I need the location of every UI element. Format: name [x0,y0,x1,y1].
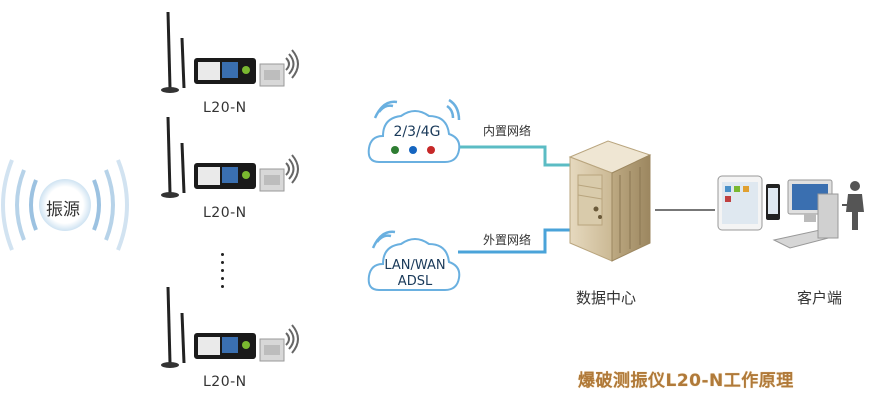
external-network-label: 外置网络 [483,233,532,247]
mobile-network-title: 2/3/4G [393,124,441,140]
vibration-source-label: 振源 [46,200,80,220]
device-1-label: L20-N [203,100,247,116]
datacenter-label: 数据中心 [576,289,637,307]
wired-network-line2: ADSL [397,274,433,289]
client-devices-icon [717,175,864,249]
more-devices-ellipsis [221,253,224,297]
device-1-icon [161,11,299,93]
device-3-icon [161,286,299,368]
diagram-caption: 爆破测振仪L20-N工作原理 [578,371,794,391]
mobile-network-cloud-icon [367,98,461,163]
device-2-icon [161,116,299,198]
client-label: 客户端 [797,289,843,307]
device-2-label: L20-N [203,205,247,221]
server-icon [568,140,652,262]
wired-network-line1: LAN/WAN [384,258,446,273]
device-3-label: L20-N [203,374,247,390]
wired-network-cloud-icon [367,230,461,291]
builtin-network-label: 内置网络 [483,124,532,138]
